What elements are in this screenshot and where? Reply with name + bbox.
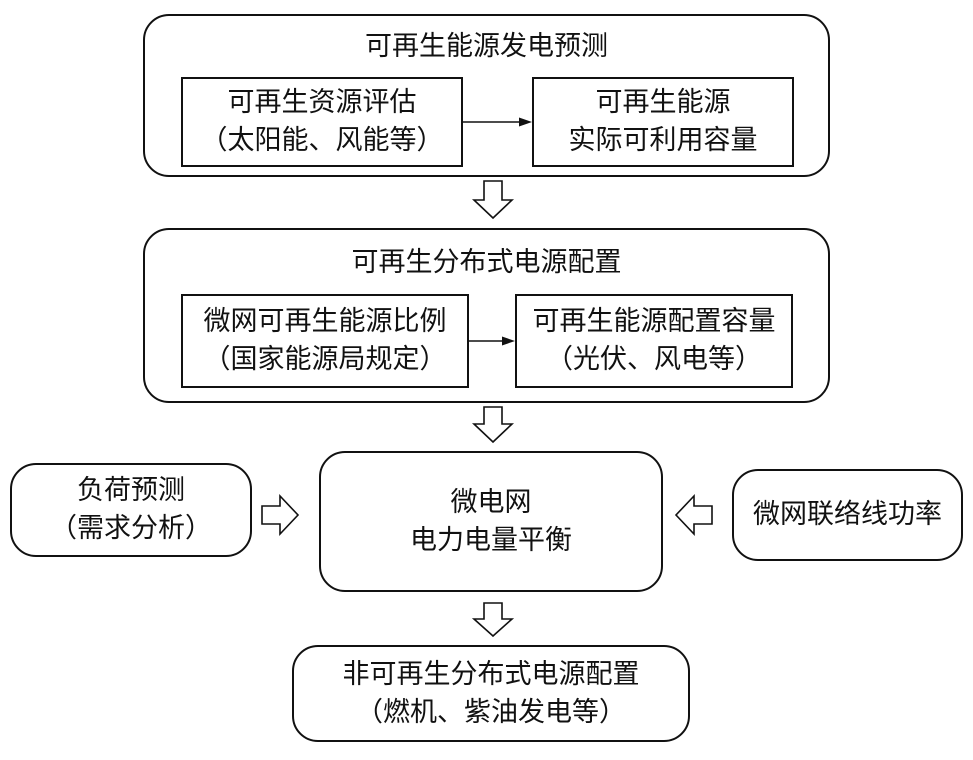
available-capacity-line2: 实际可利用容量 bbox=[568, 125, 758, 156]
renewable-forecast-title: 可再生能源发电预测 bbox=[365, 31, 608, 62]
forecast-to-config-arrow bbox=[471, 180, 515, 220]
load-forecast-line2: （需求分析） bbox=[50, 513, 212, 544]
power-balance-line1: 微电网 bbox=[450, 486, 532, 518]
renewable-ratio-box: 微网可再生能源比例 （国家能源局规定） bbox=[181, 294, 469, 388]
resource-assessment-box: 可再生资源评估 （太阳能、风能等） bbox=[181, 77, 463, 167]
tie-line-box: 微网联络线功率 bbox=[732, 469, 963, 561]
power-balance-line2: 电力电量平衡 bbox=[410, 524, 572, 556]
tie-line-to-balance-arrow bbox=[674, 493, 713, 537]
config-capacity-line2: （光伏、风电等） bbox=[546, 344, 762, 375]
non-renewable-config-box: 非可再生分布式电源配置 （燃机、紫油发电等） bbox=[292, 645, 690, 742]
balance-to-non-renewable-arrow bbox=[471, 602, 515, 638]
assessment-to-capacity-arrow bbox=[463, 117, 532, 127]
non-renewable-line1: 非可再生分布式电源配置 bbox=[342, 658, 640, 690]
load-forecast-line1: 负荷预测 bbox=[77, 475, 185, 506]
available-capacity-box: 可再生能源 实际可利用容量 bbox=[532, 77, 794, 167]
ratio-to-config-capacity-arrow bbox=[469, 336, 515, 346]
renewable-ratio-line1: 微网可再生能源比例 bbox=[203, 306, 447, 337]
tie-line-line1: 微网联络线功率 bbox=[753, 499, 942, 530]
load-to-balance-arrow bbox=[261, 493, 300, 537]
resource-assessment-line1: 可再生资源评估 bbox=[227, 87, 417, 118]
renewable-ratio-line2: （国家能源局规定） bbox=[203, 344, 447, 375]
load-forecast-box: 负荷预测 （需求分析） bbox=[10, 463, 252, 557]
non-renewable-line2: （燃机、紫油发电等） bbox=[356, 696, 626, 728]
resource-assessment-line2: （太阳能、风能等） bbox=[200, 125, 444, 156]
config-to-balance-arrow bbox=[471, 406, 515, 444]
renewable-config-title: 可再生分布式电源配置 bbox=[351, 247, 622, 278]
available-capacity-line1: 可再生能源 bbox=[595, 87, 731, 118]
config-capacity-box: 可再生能源配置容量 （光伏、风电等） bbox=[515, 294, 793, 388]
power-balance-box: 微电网 电力电量平衡 bbox=[319, 451, 663, 592]
config-capacity-line1: 可再生能源配置容量 bbox=[532, 306, 776, 337]
